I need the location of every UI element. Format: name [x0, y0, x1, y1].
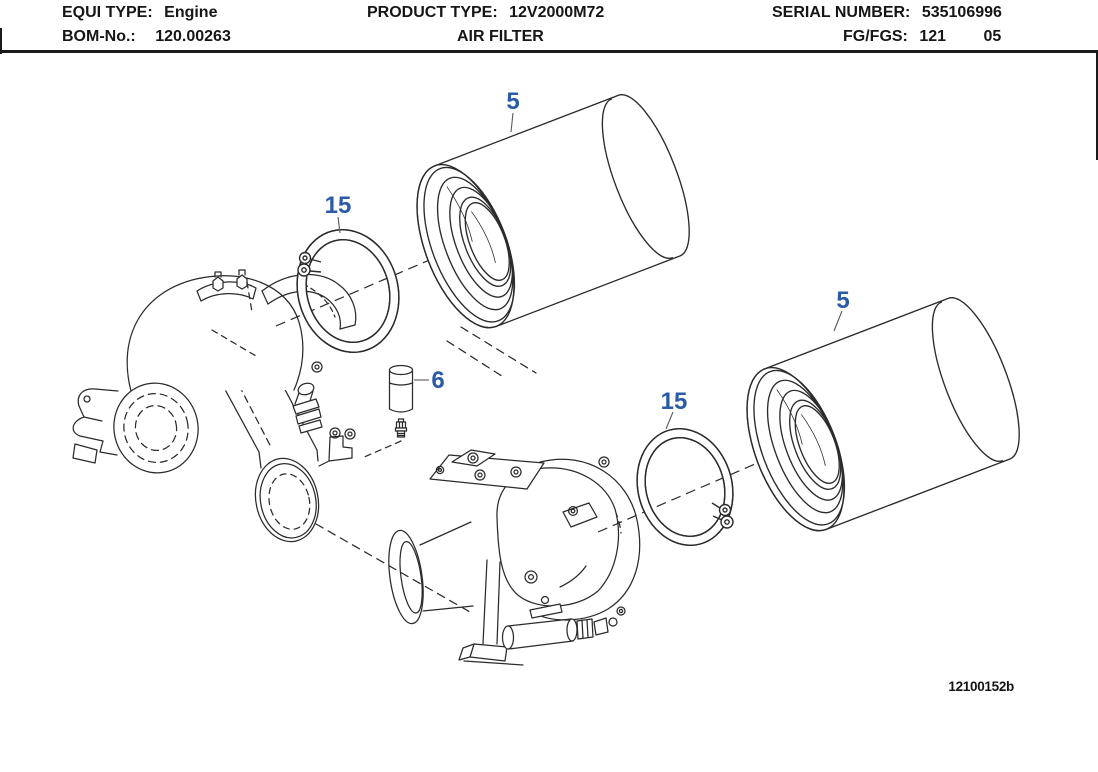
fgs-value: 05 — [983, 28, 1002, 45]
fg-fgs-field: FG/FGS: 121 05 — [843, 28, 1001, 46]
frame-tick-right — [1096, 50, 1098, 160]
frame-tick-left — [0, 28, 2, 54]
equi-type-field: EQUI TYPE: Engine — [62, 4, 217, 22]
callout-6-cap[interactable]: 6 — [431, 367, 444, 394]
callout-15-clamp-right[interactable]: 15 — [661, 388, 688, 415]
bom-value: 120.00263 — [155, 28, 231, 45]
product-subtitle: AIR FILTER — [457, 28, 544, 46]
serial-number-field: SERIAL NUMBER: 535106996 — [772, 4, 1002, 22]
air-filter-canister-right — [746, 297, 1020, 532]
product-subtitle-text: AIR FILTER — [457, 28, 544, 45]
header-divider-rule — [0, 50, 1098, 53]
callout-5-filter-top[interactable]: 5 — [506, 88, 519, 115]
fg-fgs-label: FG/FGS: — [843, 28, 908, 45]
equi-type-label: EQUI TYPE: — [62, 4, 153, 21]
fg-value: 121 — [919, 28, 947, 45]
bom-field: BOM-No.: 120.00263 — [62, 28, 231, 46]
engine-assembly — [72, 269, 641, 666]
drawing-number: 12100152b — [948, 679, 1014, 694]
bom-label: BOM-No.: — [62, 28, 136, 45]
clamp-right — [636, 428, 734, 546]
callout-5-filter-right[interactable]: 5 — [836, 287, 849, 314]
cap-part — [361, 364, 414, 459]
serial-number-label: SERIAL NUMBER: — [772, 4, 911, 21]
clamp-left — [296, 229, 400, 353]
equi-type-value: Engine — [164, 4, 218, 21]
product-type-value: 12V2000M72 — [509, 4, 605, 21]
serial-number-value: 535106996 — [921, 4, 1002, 21]
callout-leader-lines — [337, 112, 843, 430]
callout-15-clamp-left[interactable]: 15 — [325, 192, 352, 219]
air-filter-canister-top — [416, 94, 690, 329]
product-type-label: PRODUCT TYPE: — [367, 4, 498, 21]
product-type-field: PRODUCT TYPE: 12V2000M72 — [367, 4, 604, 22]
fitting-nipple — [394, 418, 408, 438]
